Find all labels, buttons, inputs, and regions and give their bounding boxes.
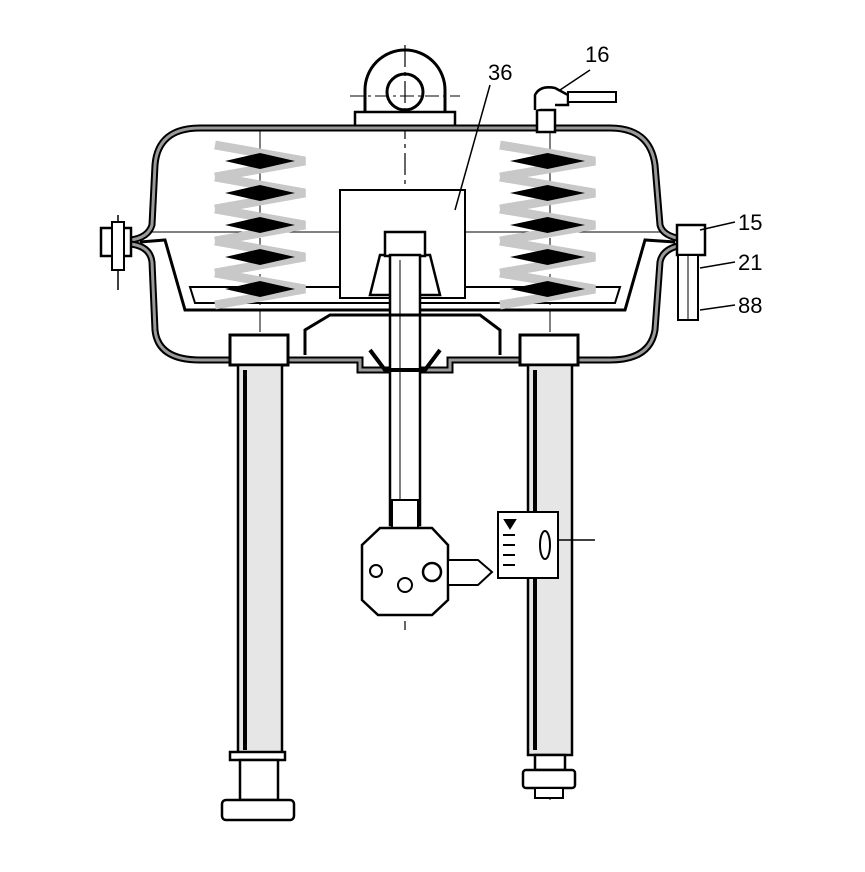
leader-line-16 [559,69,591,91]
leader-line-15 [699,221,736,231]
label-16: 16 [585,42,609,67]
label-15: 15 [738,210,762,235]
leader-line-36 [454,84,491,211]
spring-section [225,185,295,201]
flange-bolt-left [99,215,133,290]
spring-coil [214,236,306,278]
spring-section [510,249,585,265]
guide-bushing [303,313,502,355]
spring-left [214,140,306,310]
stem-coupling [360,499,494,617]
spring-coil [499,140,596,182]
spring-section [225,153,295,169]
spring-section [510,217,585,233]
leader-line-88 [699,304,736,311]
spring-coil [499,236,596,278]
label-21: 21 [738,250,762,275]
spring-section [510,185,585,201]
spring-coil [214,268,306,310]
spring-section [225,281,295,297]
label-36: 36 [488,60,512,85]
upper-housing-fill [129,126,691,242]
spring-section [510,281,585,297]
actuator-stem [388,253,422,527]
spring-coil [499,172,596,214]
spring-section [225,217,295,233]
stem-seal [368,348,442,372]
stem-nut-top [383,230,427,258]
spring-coil [214,140,306,182]
air-connection [533,86,617,134]
spring-section [225,249,295,265]
flange-bolt-right [675,223,707,321]
spring-coil [499,268,596,310]
travel-scale [497,511,595,579]
lifting-eye [350,48,460,128]
leader-line-21 [699,261,736,269]
spring-right [499,140,596,310]
spring-coil [214,172,306,214]
label-88: 88 [738,293,762,318]
spring-coil [499,204,596,246]
spring-coil [214,204,306,246]
spring-section [510,153,585,169]
pillar-left [220,333,296,822]
